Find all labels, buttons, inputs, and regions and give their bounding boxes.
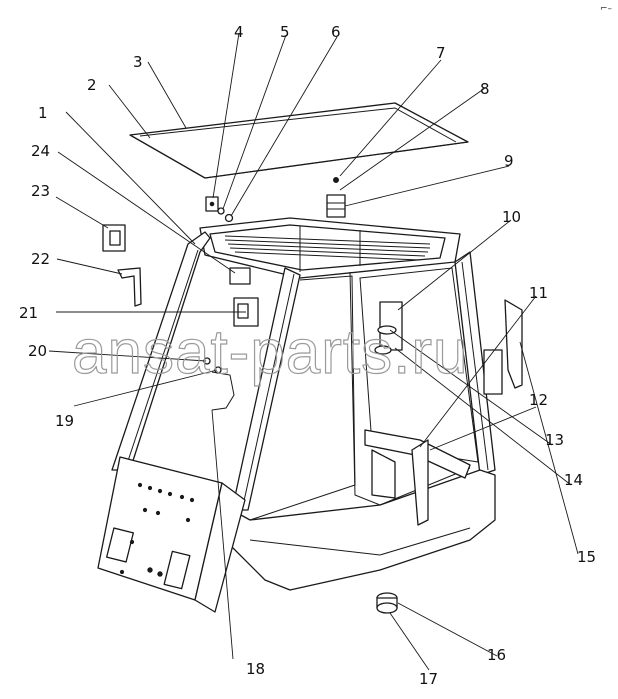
callout-20: 20: [28, 342, 47, 360]
roof-panel: [129, 102, 469, 179]
corner-mark: ⌐–: [600, 4, 613, 14]
callout-labels: 1 2 3 4 5 6 7 8 9 10 11 12 13 14 15 16 1…: [19, 23, 596, 688]
callout-23: 23: [31, 182, 50, 200]
cab-frame: [111, 217, 496, 591]
callout-6: 6: [331, 23, 341, 41]
hose-18: [211, 371, 235, 411]
callout-5: 5: [280, 23, 290, 41]
callout-19: 19: [55, 412, 74, 430]
handle-light-11: [483, 349, 503, 395]
callout-17: 17: [419, 670, 438, 688]
damper-16-17: [376, 592, 398, 614]
callout-12: 12: [529, 391, 548, 409]
panel-holes: [119, 482, 195, 577]
front-control-panel: [97, 456, 246, 613]
callout-18: 18: [246, 660, 265, 678]
nut-5: [217, 207, 225, 215]
callout-16: 16: [487, 646, 506, 664]
bolt-14: [374, 325, 397, 355]
cab-mount-13: [371, 449, 396, 499]
callout-11: 11: [529, 284, 548, 302]
callout-10: 10: [502, 208, 521, 226]
callout-22: 22: [31, 250, 50, 268]
bracket-24: [229, 267, 251, 285]
callout-8: 8: [480, 80, 490, 98]
bracket-4: [205, 196, 219, 212]
callout-15: 15: [577, 548, 596, 566]
callout-13: 13: [545, 431, 564, 449]
callout-21: 21: [19, 304, 38, 322]
callout-3: 3: [133, 53, 143, 71]
callout-9: 9: [504, 152, 514, 170]
callout-2: 2: [87, 76, 97, 94]
watermark: ansat-parts.ru: [72, 318, 469, 387]
callout-7: 7: [436, 44, 446, 62]
light-23: [102, 224, 126, 252]
fitting-20: [214, 366, 222, 374]
callout-4: 4: [234, 23, 244, 41]
roof-grille: [224, 226, 431, 272]
callout-14: 14: [564, 471, 583, 489]
bracket-22: [117, 267, 142, 307]
vent-assembly-8-9: [326, 177, 346, 218]
washer-6: [224, 213, 234, 223]
callout-24: 24: [31, 142, 50, 160]
callout-1: 1: [38, 104, 48, 122]
leader-lines: [48, 32, 579, 671]
step-plate-15: [504, 299, 523, 389]
